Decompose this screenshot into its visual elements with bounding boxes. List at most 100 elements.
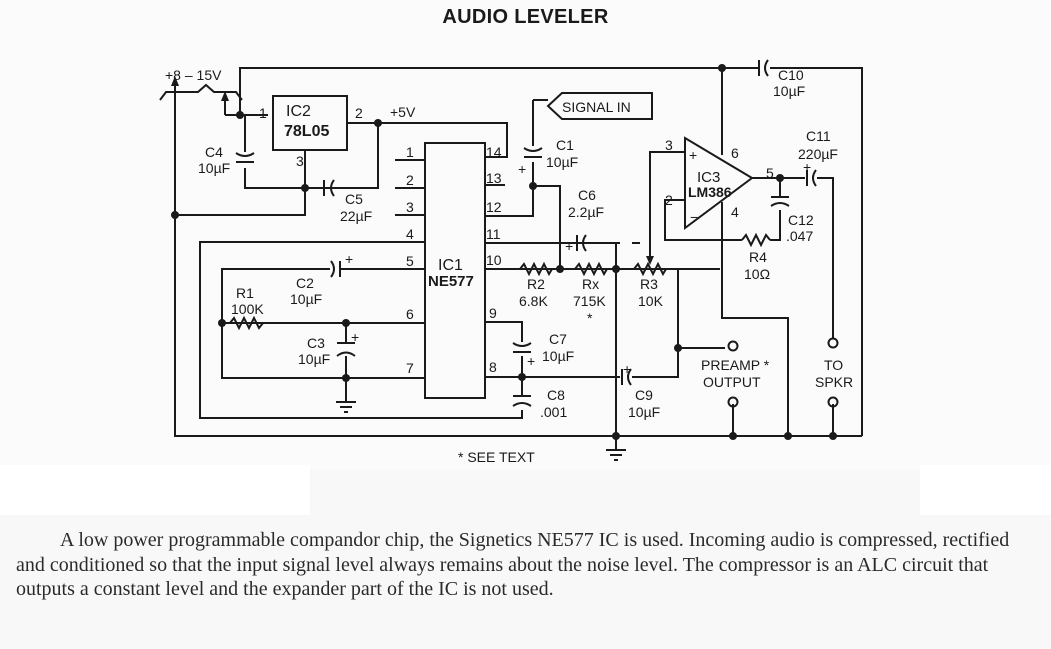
svg-text:10µF: 10µF (546, 154, 578, 170)
svg-text:C8: C8 (547, 387, 565, 403)
svg-text:C6: C6 (578, 187, 596, 203)
capacitor-c1: + C1 10µF (518, 137, 578, 177)
ic3-part: LM386 (688, 184, 732, 200)
background-patch (920, 465, 1051, 515)
ic3-lm386: IC3 LM386 + − 3 2 6 5 4 (665, 136, 774, 230)
signal-in-connector: SIGNAL IN (546, 92, 653, 120)
ic3-ref: IC3 (697, 169, 720, 186)
wire-ic3-feedback (664, 199, 781, 241)
resistor-r1: R1 100K (229, 285, 264, 331)
wire-output-terminals (732, 404, 834, 436)
svg-text:C10: C10 (778, 67, 804, 83)
svg-text:10K: 10K (638, 293, 664, 309)
svg-text:6.8K: 6.8K (519, 293, 548, 309)
pin-label: 6 (406, 306, 414, 322)
pin-label: 3 (665, 137, 673, 153)
ground-symbol-c3 (336, 398, 356, 413)
svg-text:+: + (623, 361, 631, 377)
svg-text:C2: C2 (296, 275, 314, 291)
svg-text:.047: .047 (786, 228, 813, 244)
svg-text:C1: C1 (556, 137, 574, 153)
signal-in-label: SIGNAL IN (562, 99, 631, 115)
pin-label: 13 (486, 170, 502, 186)
wire-top-rail (239, 67, 758, 115)
capacitor-c7: + C7 10µF (512, 331, 574, 369)
wire-signal-in (532, 99, 561, 269)
resistor-r2: R2 6.8K (519, 261, 553, 309)
capacitor-c11: + C11 220µF (798, 128, 838, 187)
capacitor-c9: + C9 10µF (621, 361, 660, 420)
wire-top-rail-right (770, 67, 863, 436)
plus-sign: + (689, 147, 697, 163)
wire-ic1-pins-13-12 (485, 184, 534, 217)
svg-text:10µF: 10µF (773, 83, 805, 99)
capacitor-c6: + C6 2.2µF (565, 187, 604, 254)
svg-text:R3: R3 (640, 276, 658, 292)
pin-label: 9 (489, 305, 497, 321)
wire-ic1-pins-1-3 (395, 159, 425, 216)
capacitor-c2: + C2 10µF (290, 251, 353, 307)
wire-ic1-pin5 (221, 268, 425, 325)
svg-text:10µF: 10µF (628, 404, 660, 420)
svg-text:R1: R1 (236, 285, 254, 301)
svg-text:.001: .001 (540, 404, 567, 420)
pin-label: 2 (355, 105, 363, 121)
pin-label: 10 (486, 252, 502, 268)
wire-ic1-pin4 (199, 241, 523, 419)
capacitor-c5: C5 22µF (323, 179, 372, 224)
svg-text:+: + (527, 353, 535, 369)
svg-text:Rx: Rx (582, 276, 599, 292)
svg-text:C4: C4 (205, 144, 223, 160)
wire-r3-wiper (649, 151, 685, 261)
arrow-up-icon (171, 76, 179, 86)
pin-label: 7 (406, 360, 414, 376)
resistor-rx: Rx 715K * (573, 261, 608, 326)
ic1-ne577: IC1 NE577 1 2 3 4 5 6 7 14 13 12 11 10 9… (406, 142, 502, 399)
wires (174, 67, 863, 461)
pin-label: 2 (406, 172, 414, 188)
capacitor-c12: C12 .047 (770, 196, 814, 244)
svg-text:100K: 100K (231, 301, 264, 317)
ic2-part: 78L05 (284, 123, 329, 140)
pin-label: 5 (406, 253, 414, 269)
footnote: * SEE TEXT (458, 449, 535, 465)
pin-label: 12 (486, 199, 502, 215)
wire-ic3-pin4 (721, 202, 789, 436)
speaker-output-terminals: TO SPKR (815, 337, 853, 408)
svg-text:C9: C9 (635, 387, 653, 403)
svg-text:10µF: 10µF (290, 291, 322, 307)
svg-text:C7: C7 (549, 331, 567, 347)
wiper-arrow-icon (646, 256, 654, 265)
pin-label: 4 (406, 226, 414, 242)
pin-label: 1 (259, 105, 267, 121)
diagram-title: AUDIO LEVELER (442, 6, 609, 28)
preamp-output-terminals: PREAMP * OUTPUT (701, 340, 770, 408)
arrow-up-icon (221, 91, 229, 101)
svg-text:22µF: 22µF (340, 208, 372, 224)
description-paragraph: A low power programmable compandor chip,… (16, 529, 1010, 600)
wire-ic1-pin8 (485, 347, 725, 378)
svg-text:10µF: 10µF (298, 351, 330, 367)
supply-input: +8 – 15V (159, 67, 243, 101)
capacitor-c8: C8 .001 (512, 387, 567, 420)
ground-symbol-main (606, 436, 626, 461)
svg-text:+: + (351, 329, 359, 345)
wire-5v-rail (347, 122, 508, 158)
ic2-regulator: IC2 78L05 1 2 3 (259, 95, 363, 169)
wire-c6 (560, 242, 617, 436)
pin-label: 11 (486, 226, 501, 242)
svg-text:SPKR: SPKR (815, 374, 853, 390)
svg-text:+: + (565, 238, 573, 254)
svg-text:10µF: 10µF (198, 160, 230, 176)
svg-text:C5: C5 (345, 191, 363, 207)
capacitor-c3: + C3 10µF (298, 329, 359, 367)
svg-text:R2: R2 (527, 276, 545, 292)
pin-label: 1 (406, 144, 414, 160)
svg-text:715K: 715K (573, 293, 606, 309)
schematic: +8 – 15V IC2 78L05 1 2 3 +5V IC1 NE577 1… (159, 59, 863, 465)
svg-text:2.2µF: 2.2µF (568, 204, 604, 220)
background-patch (0, 465, 310, 515)
svg-text:+: + (803, 159, 811, 175)
pin-label: 8 (489, 359, 497, 375)
ic2-ref: IC2 (286, 103, 311, 120)
